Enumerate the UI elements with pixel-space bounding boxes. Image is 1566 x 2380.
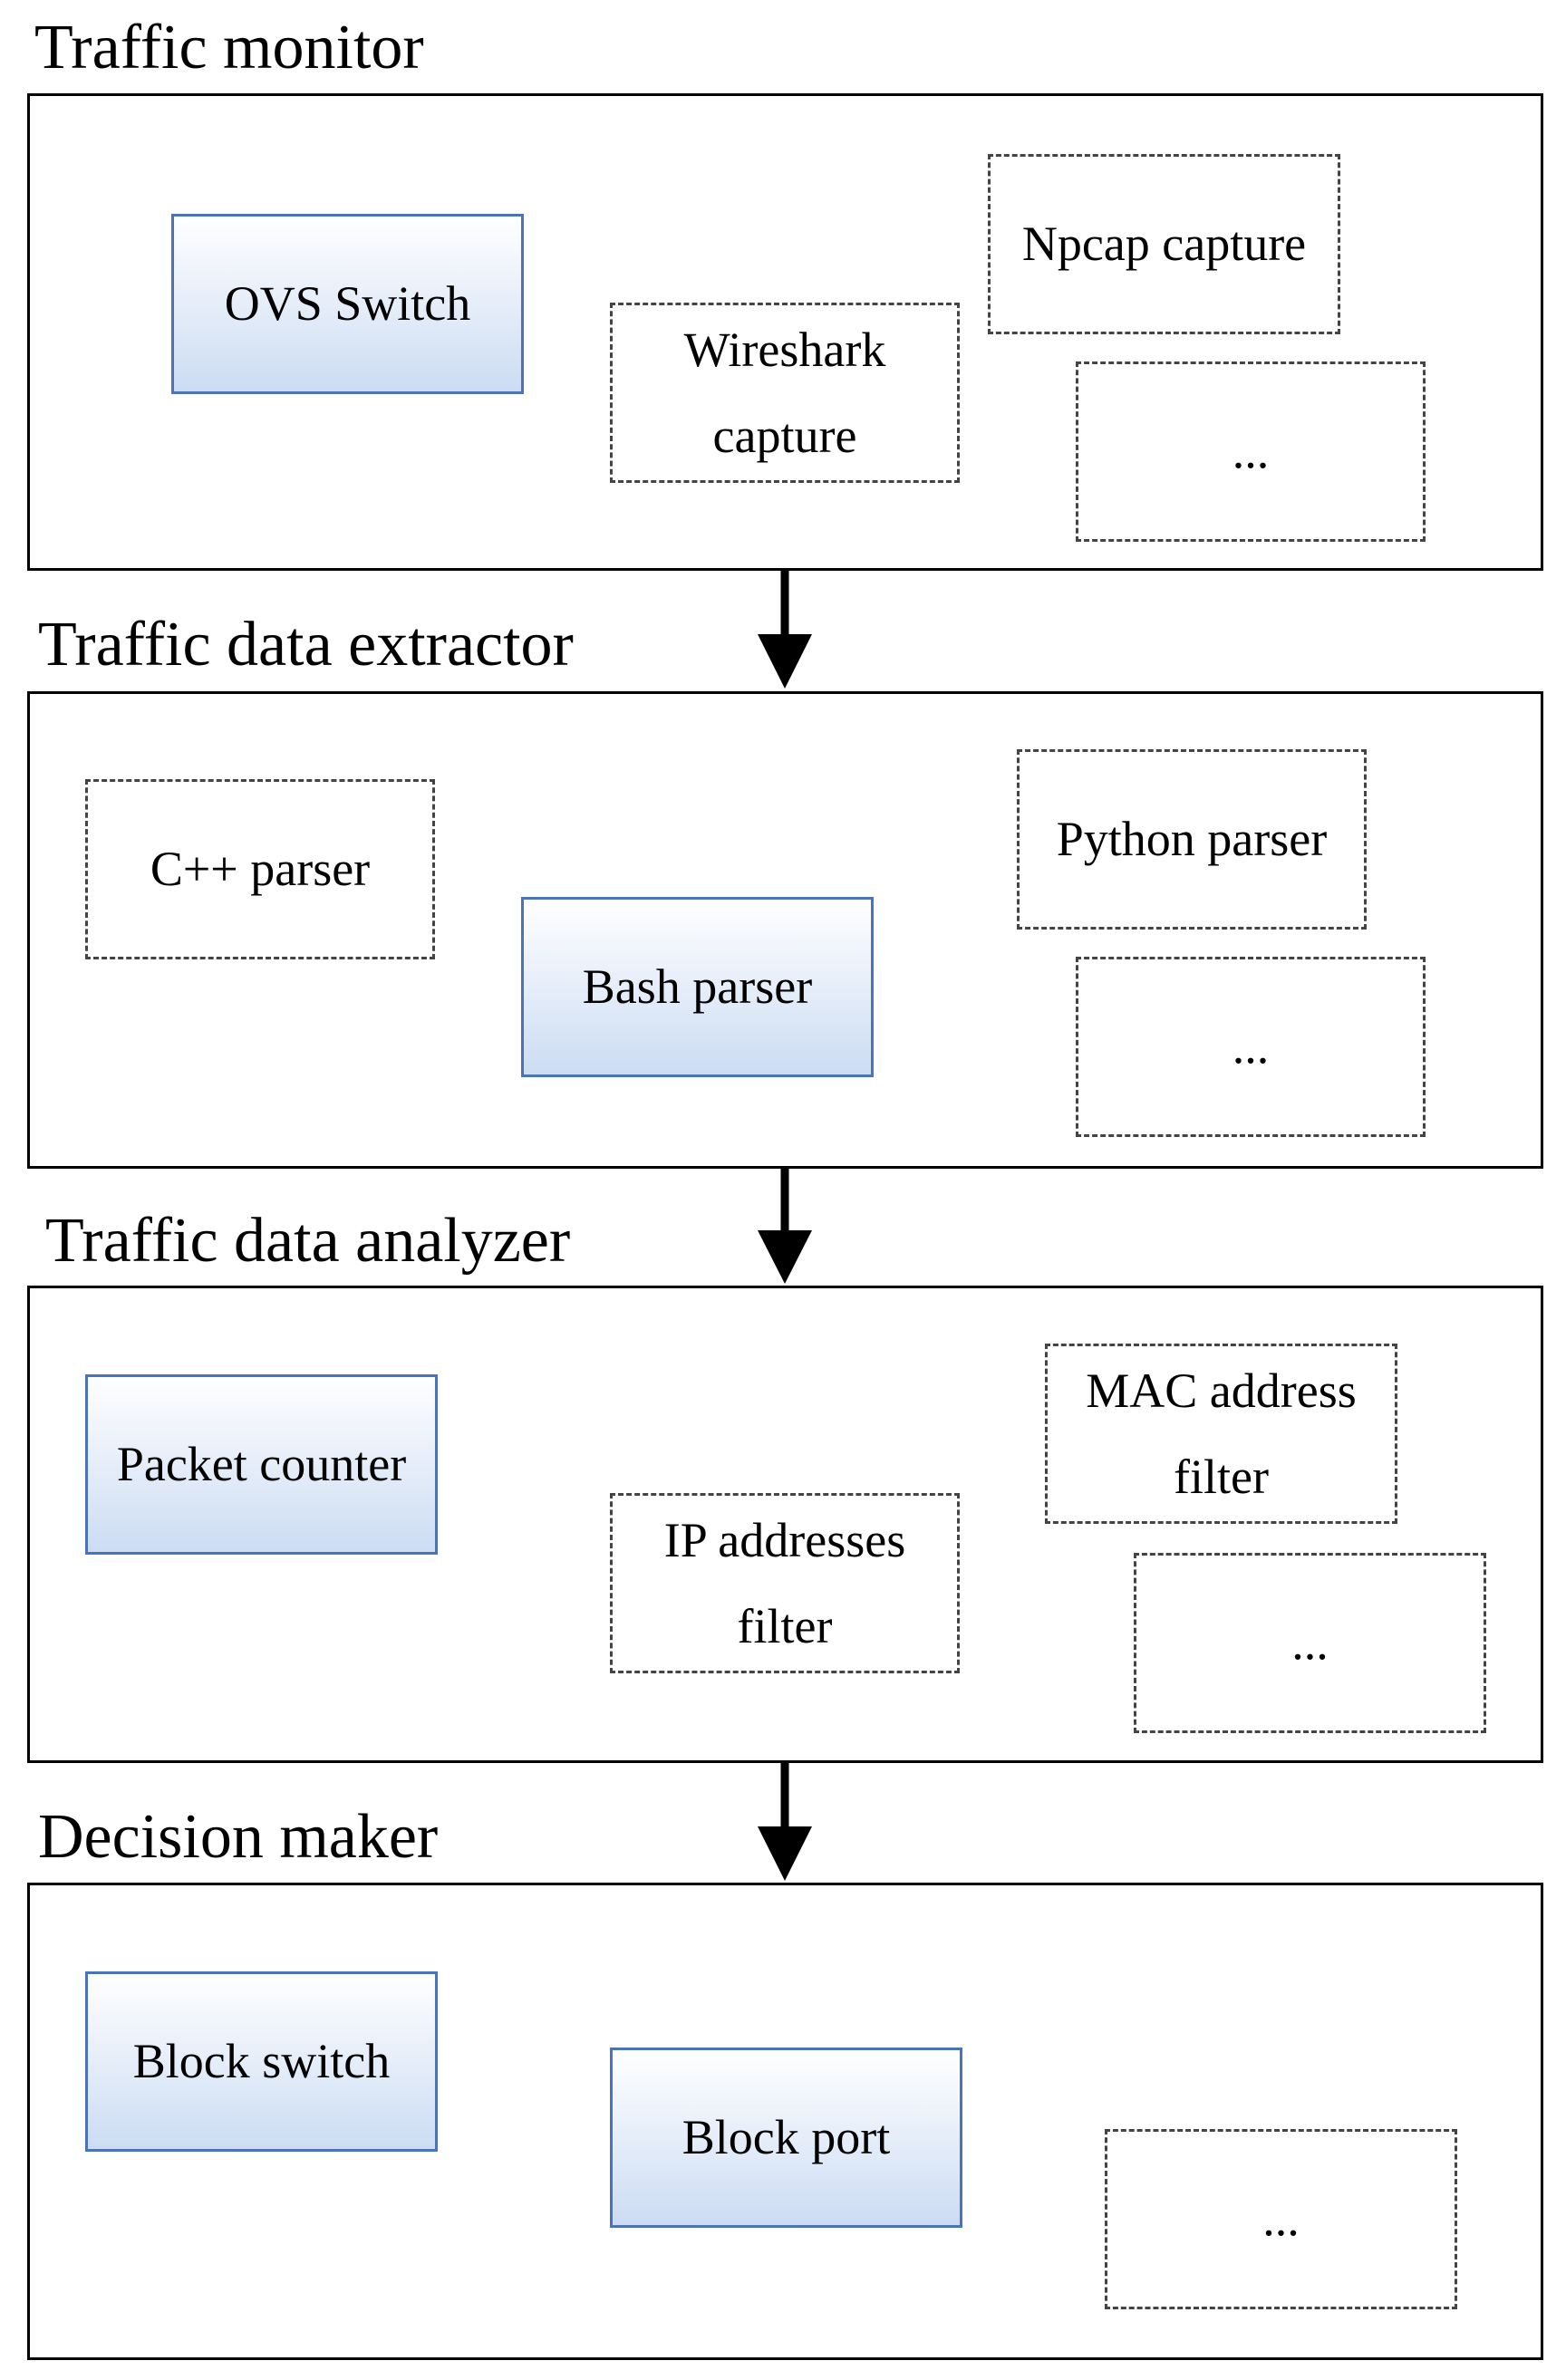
- node-cpp-parser: C++ parser: [85, 779, 435, 959]
- arrow-analyzer-to-decision: [758, 1763, 812, 1881]
- stage-title-traffic-data-analyzer: Traffic data analyzer: [45, 1206, 571, 1276]
- node-label: Block switch: [132, 2034, 391, 2089]
- node-more-analyzer: ...: [1134, 1553, 1486, 1733]
- node-python-parser: Python parser: [1017, 749, 1367, 930]
- stage-title-decision-maker: Decision maker: [38, 1802, 439, 1872]
- node-label: IP addresses filter: [663, 1513, 906, 1653]
- node-ovs-switch: OVS Switch: [171, 214, 524, 394]
- node-label: ...: [1291, 1615, 1329, 1671]
- node-npcap-capture: Npcap capture: [988, 154, 1340, 334]
- node-more-extractor: ...: [1076, 957, 1426, 1137]
- node-block-port: Block port: [610, 2048, 962, 2228]
- node-label: Npcap capture: [1021, 217, 1307, 272]
- node-packet-counter: Packet counter: [85, 1374, 438, 1555]
- node-label: Bash parser: [582, 959, 813, 1015]
- node-label: Packet counter: [116, 1437, 407, 1492]
- node-more-monitor: ...: [1076, 361, 1426, 542]
- node-label: C++ parser: [150, 842, 371, 897]
- node-label: Block port: [682, 2110, 891, 2165]
- node-more-decision: ...: [1105, 2129, 1457, 2309]
- node-label: ...: [1262, 2192, 1300, 2247]
- node-ip-addresses-filter: IP addresses filter: [610, 1493, 960, 1673]
- stage-title-traffic-data-extractor: Traffic data extractor: [38, 610, 574, 679]
- node-bash-parser: Bash parser: [521, 897, 874, 1077]
- node-label: OVS Switch: [224, 276, 471, 332]
- node-label: Python parser: [1056, 812, 1328, 867]
- node-label: ...: [1232, 1019, 1270, 1074]
- node-label: ...: [1232, 424, 1270, 479]
- node-mac-address-filter: MAC address filter: [1045, 1344, 1397, 1524]
- stage-title-traffic-monitor: Traffic monitor: [34, 13, 424, 82]
- node-wireshark-capture: Wireshark capture: [610, 303, 960, 483]
- node-label: Wireshark capture: [683, 323, 886, 463]
- node-block-switch: Block switch: [85, 1971, 438, 2152]
- arrow-extractor-to-analyzer: [758, 1169, 812, 1284]
- node-label: MAC address filter: [1086, 1363, 1357, 1504]
- arrow-monitor-to-extractor: [758, 571, 812, 689]
